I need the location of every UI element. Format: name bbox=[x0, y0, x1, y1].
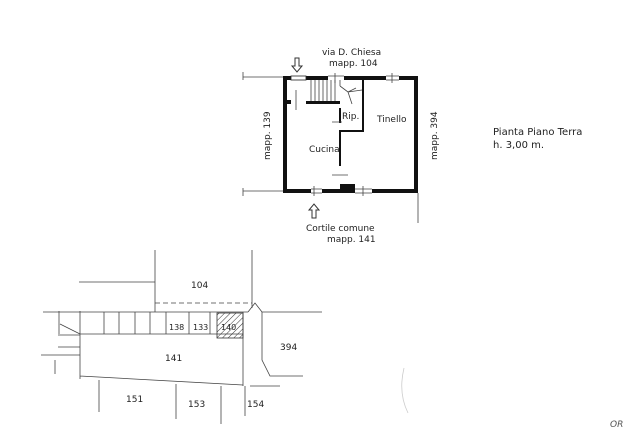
parcel-153: 153 bbox=[188, 400, 205, 410]
right-parcel-label: mapp. 394 bbox=[430, 111, 440, 160]
entrance-arrow-icon bbox=[290, 57, 304, 73]
courtyard-label: Cortile comune bbox=[306, 224, 375, 234]
interior-walls bbox=[339, 80, 364, 166]
plan-height: h. 3,00 m. bbox=[493, 140, 544, 151]
left-parcel-label: mapp. 139 bbox=[263, 111, 273, 160]
street-parcel-label: mapp. 104 bbox=[329, 59, 378, 69]
parcel-154: 154 bbox=[247, 400, 264, 410]
room-label-cucina: Cucina bbox=[309, 145, 340, 155]
exterior-walls bbox=[283, 75, 418, 193]
parcel-104: 104 bbox=[191, 281, 208, 291]
parcel-138: 138 bbox=[169, 323, 184, 332]
corner-mark: OR bbox=[610, 420, 623, 430]
entrance-arrow-icon bbox=[307, 203, 321, 219]
parcel-151: 151 bbox=[126, 395, 143, 405]
street-label: via D. Chiesa bbox=[322, 48, 381, 58]
site-plan: 104 138 133 140 141 394 151 153 154 bbox=[41, 250, 322, 424]
ground-floor-plan: via D. Chiesa mapp. 104 bbox=[242, 48, 440, 245]
room-label-tinello: Tinello bbox=[376, 115, 407, 125]
parcel-133: 133 bbox=[193, 323, 208, 332]
highlighted-parcel bbox=[216, 312, 244, 339]
room-label-ripostiglio: Rip. bbox=[342, 112, 359, 122]
staircase bbox=[295, 80, 363, 110]
parcel-394: 394 bbox=[280, 343, 297, 353]
plan-title: Pianta Piano Terra bbox=[493, 127, 582, 138]
parcel-140: 140 bbox=[221, 323, 236, 332]
courtyard-parcel-label: mapp. 141 bbox=[327, 235, 376, 245]
parcel-141: 141 bbox=[165, 354, 182, 364]
